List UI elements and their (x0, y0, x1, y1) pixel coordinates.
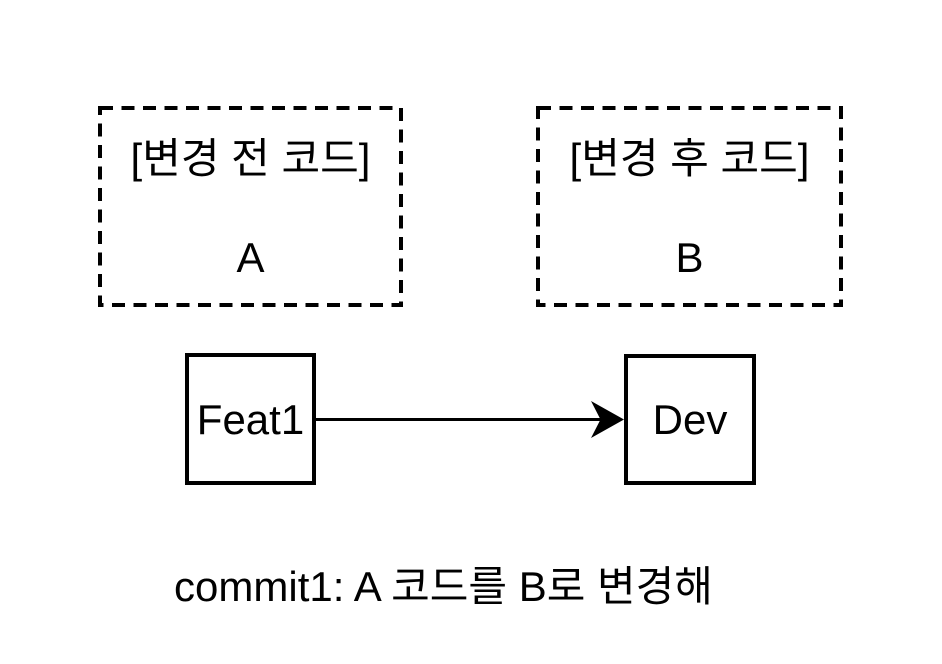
source-branch-node (185, 353, 316, 485)
target-branch-node (624, 354, 756, 485)
after-code-value: B (675, 234, 703, 281)
arrowhead-icon (591, 401, 624, 438)
source-branch-label: Feat1 (197, 396, 304, 443)
before-code-box (98, 106, 403, 307)
before-code-label: [변경 전 코드] (131, 135, 371, 182)
after-code-label: [변경 후 코드] (570, 135, 810, 182)
commit-caption: commit1: A 코드를 B로 변경해 (174, 563, 713, 610)
target-branch-label: Dev (653, 396, 728, 443)
after-code-box (536, 106, 843, 307)
before-code-value: A (236, 234, 264, 281)
